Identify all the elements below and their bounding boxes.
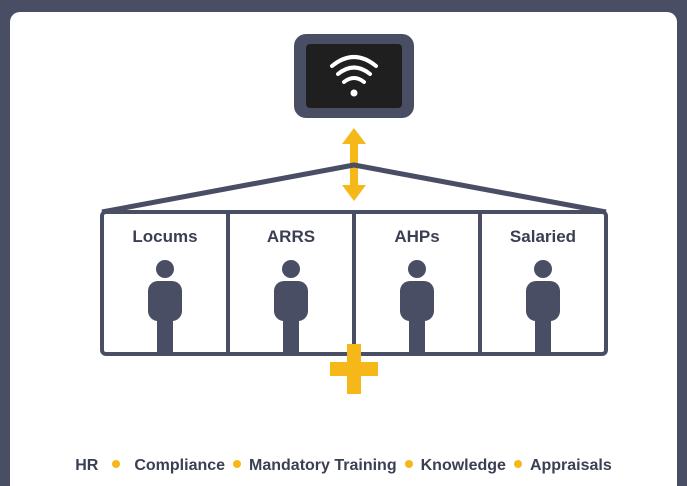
- footer-item-compliance: Compliance: [134, 457, 226, 474]
- plus-icon: [330, 344, 378, 394]
- footer-item-mandatory-training: Mandatory Training: [249, 457, 397, 474]
- structure-box: [100, 210, 608, 356]
- person-icon: [400, 260, 434, 354]
- column-label-locums: Locums: [132, 227, 198, 246]
- bullet-dot-icon: [112, 460, 121, 468]
- wifi-icon: [330, 55, 378, 97]
- person-icon: [148, 260, 182, 354]
- footer-topics: HR Compliance Mandatory Training Knowled…: [0, 454, 687, 478]
- bullet-dot-icon: [233, 460, 242, 468]
- person-icon: [526, 260, 560, 354]
- bullet-dot-icon: [404, 460, 413, 468]
- footer-item-hr: HR: [75, 457, 99, 474]
- column-label-ahps: AHPs: [394, 227, 440, 246]
- footer-item-appraisals: Appraisals: [529, 457, 612, 474]
- roof-outline: [101, 162, 607, 215]
- column-label-arrs: ARRS: [266, 227, 316, 246]
- bullet-dot-icon: [513, 460, 522, 468]
- footer-item-knowledge: Knowledge: [420, 457, 506, 474]
- column-label-salaried: Salaried: [509, 227, 577, 246]
- person-icon: [274, 260, 308, 354]
